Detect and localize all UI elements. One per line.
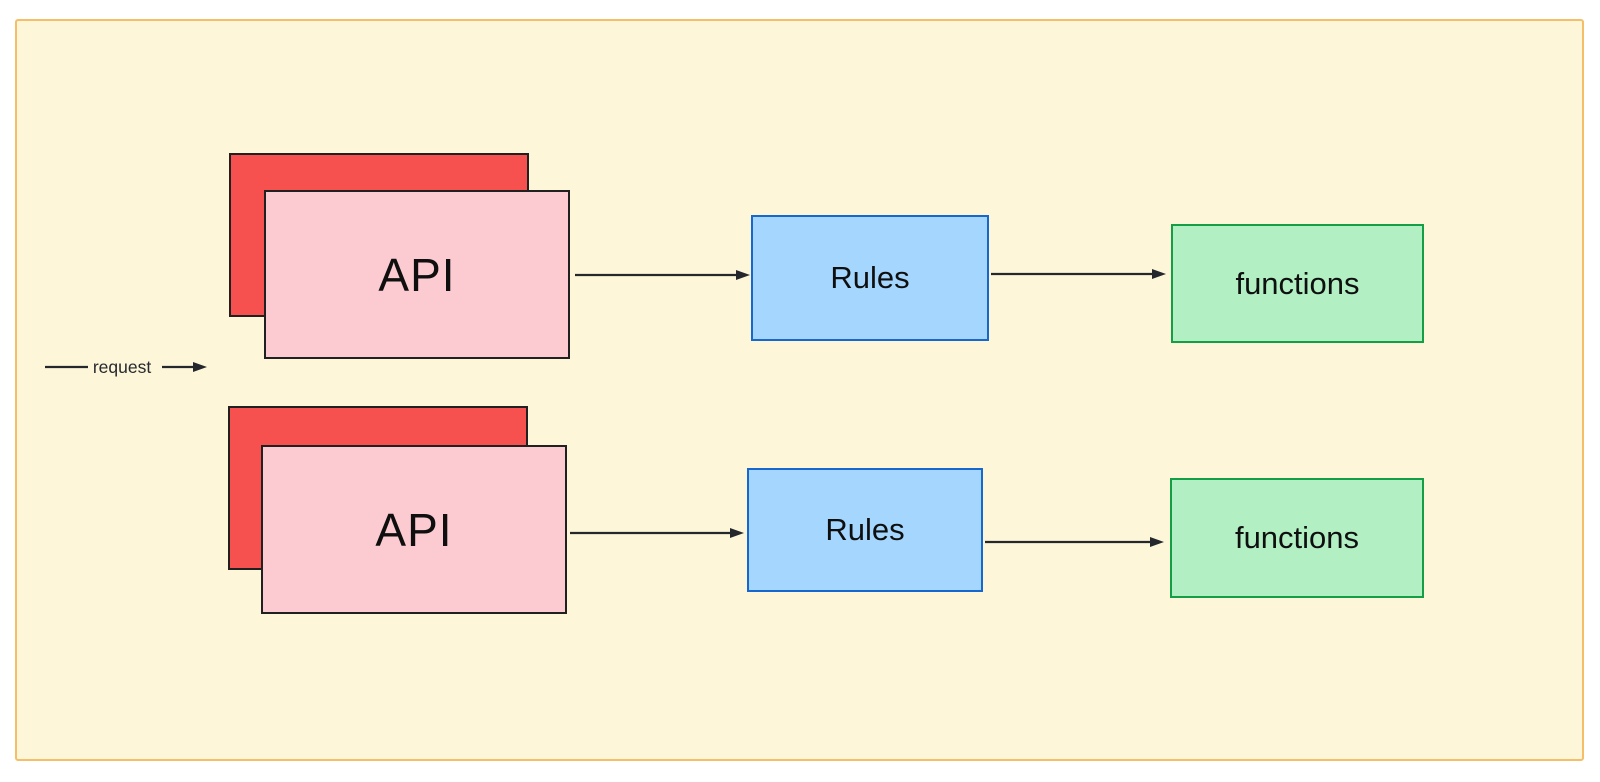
api-label-row1: API — [378, 248, 456, 301]
rules-label-row2: Rules — [825, 512, 905, 547]
rules-node-row2: Rules — [747, 468, 983, 592]
functions-label-row1: functions — [1235, 265, 1360, 301]
rules-label-row1: Rules — [830, 260, 910, 295]
api-node-row2: API — [261, 445, 567, 614]
functions-node-row2: functions — [1170, 478, 1424, 598]
api-node-row1: API — [264, 190, 570, 359]
functions-node-row1: functions — [1171, 224, 1424, 343]
request-label: request — [92, 357, 152, 377]
api-label-row2: API — [375, 503, 453, 556]
rules-node-row1: Rules — [751, 215, 989, 341]
functions-label-row2: functions — [1234, 520, 1360, 555]
canvas-border-frame — [15, 19, 1584, 761]
